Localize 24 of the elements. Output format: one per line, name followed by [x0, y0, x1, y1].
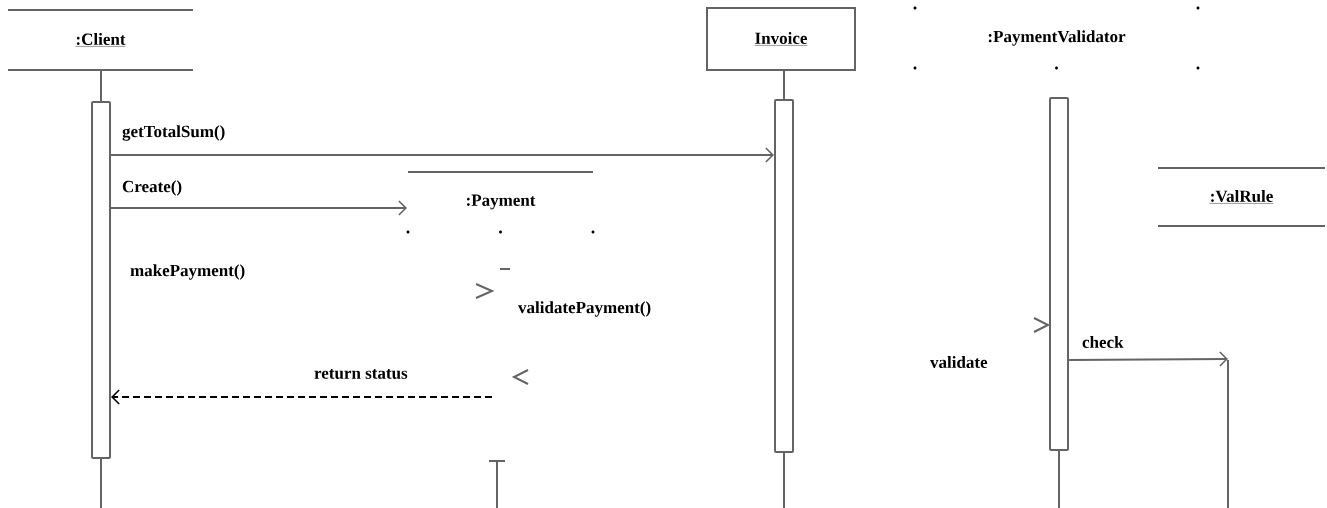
lifeline [783, 70, 785, 100]
message-label: makePayment() [130, 264, 245, 280]
object-header: :ValRule [1157, 167, 1326, 227]
object-header: :PaymentValidator [913, 6, 1200, 70]
message-label: validatePayment() [518, 301, 651, 317]
message-label: check [1081, 335, 1125, 349]
object-header: Invoice [706, 7, 856, 71]
message-arrow [1068, 351, 1228, 367]
activation-bar [91, 101, 111, 459]
activation-bar [1049, 97, 1069, 451]
object-header: :Client [7, 9, 194, 71]
object-header: :Payment [406, 171, 595, 234]
message-label: Create() [121, 179, 184, 197]
message-label: validate [930, 356, 988, 368]
lifeline [100, 70, 102, 102]
node-label: :Payment [466, 194, 536, 210]
message-label: return status [313, 368, 409, 380]
return-arrow [111, 389, 493, 405]
lifeline [1227, 360, 1229, 508]
message-arrow [110, 147, 774, 163]
node-label: :PaymentValidator [988, 30, 1126, 46]
activation-bar [774, 99, 794, 453]
message-label: getTotalSum() [121, 124, 227, 142]
message-arrow [110, 200, 407, 216]
